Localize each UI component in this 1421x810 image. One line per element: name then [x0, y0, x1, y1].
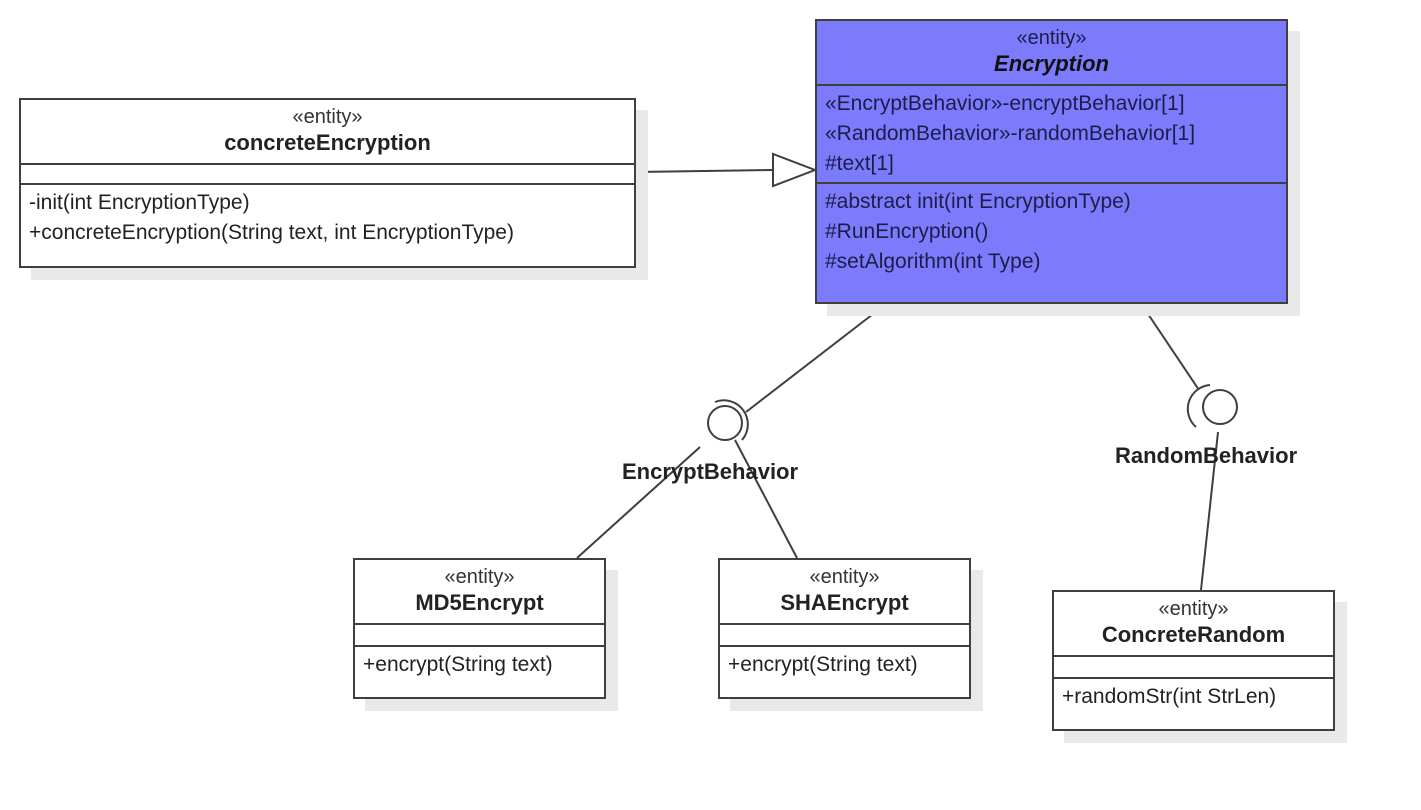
operation: +encrypt(String text): [363, 653, 553, 676]
operations-compartment: +randomStr(int StrLen): [1054, 679, 1333, 715]
class-name: Encryption: [994, 51, 1109, 76]
attributes-compartment: [21, 165, 634, 185]
operation: #setAlgorithm(int Type): [825, 250, 1041, 273]
class-header: «entity» concreteEncryption: [21, 100, 634, 165]
stereotype-label: «entity»: [444, 566, 515, 588]
attribute: «EncryptBehavior»-encryptBehavior[1]: [825, 92, 1185, 115]
class-md5-encrypt[interactable]: «entity» MD5Encrypt +encrypt(String text…: [353, 558, 606, 699]
sha-realization-line: [734, 439, 798, 559]
random-behavior-require-line: [1141, 304, 1200, 391]
operations-compartment: -init(int EncryptionType) +concreteEncry…: [21, 185, 634, 251]
attributes-compartment: [355, 625, 604, 647]
operations-compartment: +encrypt(String text): [355, 647, 604, 683]
generalization-arrowhead: [772, 152, 818, 188]
encrypt-behavior-socket: [714, 399, 749, 441]
stereotype-label: «entity»: [809, 566, 880, 588]
md5-realization-line: [576, 446, 701, 559]
class-sha-encrypt[interactable]: «entity» SHAEncrypt +encrypt(String text…: [718, 558, 971, 699]
generalization-line: [635, 169, 774, 173]
attribute: #text[1]: [825, 152, 894, 175]
interface-label-random-behavior: RandomBehavior: [1115, 443, 1298, 468]
stereotype-label: «entity»: [1158, 598, 1229, 620]
attribute: «RandomBehavior»-randomBehavior[1]: [825, 122, 1196, 145]
attributes-compartment: «EncryptBehavior»-encryptBehavior[1] «Ra…: [817, 86, 1286, 184]
operation: #abstract init(int EncryptionType): [825, 190, 1131, 213]
concrete-random-realization-line: [1200, 431, 1219, 591]
class-concrete-random[interactable]: «entity» ConcreteRandom +randomStr(int S…: [1052, 590, 1335, 731]
operation: +concreteEncryption(String text, int Enc…: [29, 221, 514, 244]
class-name: SHAEncrypt: [780, 590, 909, 615]
operations-compartment: +encrypt(String text): [720, 647, 969, 683]
class-header: «entity» MD5Encrypt: [355, 560, 604, 625]
operation: #RunEncryption(): [825, 220, 989, 243]
class-name: MD5Encrypt: [415, 590, 544, 615]
operation: +randomStr(int StrLen): [1062, 685, 1277, 708]
stereotype-label: «entity»: [1016, 27, 1087, 49]
encrypt-behavior-require-line: [745, 303, 887, 413]
class-concrete-encryption[interactable]: «entity» concreteEncryption -init(int En…: [19, 98, 636, 268]
attributes-compartment: [720, 625, 969, 647]
operations-compartment: #abstract init(int EncryptionType) #RunE…: [817, 184, 1286, 280]
class-name: ConcreteRandom: [1101, 622, 1286, 647]
operation: -init(int EncryptionType): [29, 191, 250, 214]
random-behavior-socket: [1186, 384, 1211, 428]
class-encryption[interactable]: «entity» Encryption «EncryptBehavior»-en…: [815, 19, 1288, 304]
class-name: concreteEncryption: [224, 130, 431, 155]
encrypt-behavior-lollipop: [707, 405, 743, 441]
class-header: «entity» Encryption: [817, 21, 1286, 86]
class-header: «entity» ConcreteRandom: [1054, 592, 1333, 657]
random-behavior-lollipop: [1202, 389, 1238, 425]
operation: +encrypt(String text): [728, 653, 918, 676]
stereotype-label: «entity»: [292, 106, 363, 128]
class-header: «entity» SHAEncrypt: [720, 560, 969, 625]
interface-label-encrypt-behavior: EncryptBehavior: [622, 459, 799, 484]
attributes-compartment: [1054, 657, 1333, 679]
